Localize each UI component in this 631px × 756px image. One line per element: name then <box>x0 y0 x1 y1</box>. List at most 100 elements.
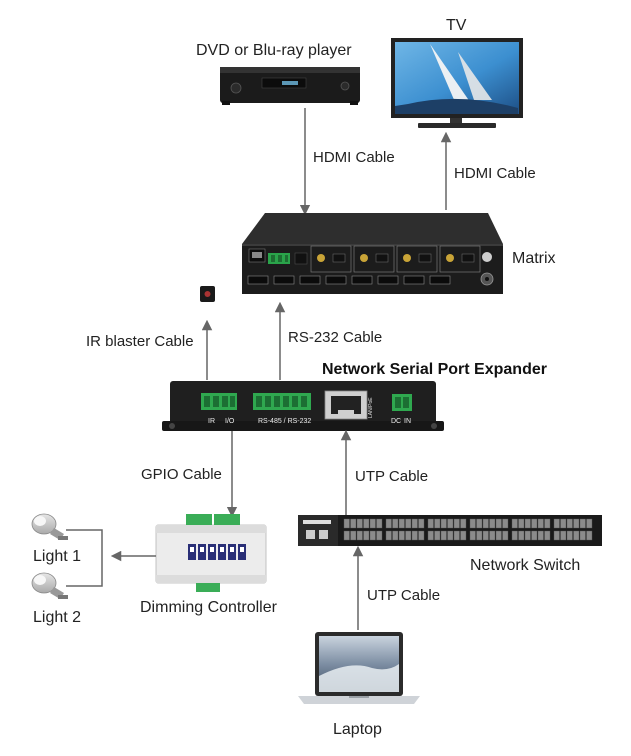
expander-image <box>162 381 444 431</box>
switch-port <box>447 530 454 541</box>
network-switch-label: Network Switch <box>470 557 580 574</box>
light2-image <box>31 572 68 599</box>
switch-port <box>511 530 518 541</box>
switch-port <box>566 530 573 541</box>
switch-port <box>537 530 544 541</box>
dvd-player-image <box>220 67 360 105</box>
switch-port <box>392 530 399 541</box>
switch-port <box>385 530 392 541</box>
switch-port <box>553 530 560 541</box>
dimming-controller-image <box>155 514 267 592</box>
switch-port <box>573 530 580 541</box>
switch-port <box>363 518 370 529</box>
switch-port <box>453 518 460 529</box>
switch-port <box>524 530 531 541</box>
switch-port <box>476 518 483 529</box>
switch-port <box>544 518 551 529</box>
ir-blaster-image <box>200 286 215 302</box>
switch-port <box>537 518 544 529</box>
switch-port <box>511 518 518 529</box>
switch-port <box>363 530 370 541</box>
switch-port <box>524 518 531 529</box>
port-in-label: IN <box>404 418 411 425</box>
switch-port <box>460 530 467 541</box>
switch-port <box>398 518 405 529</box>
matrix-label: Matrix <box>512 250 556 267</box>
switch-port <box>489 518 496 529</box>
switch-port <box>566 518 573 529</box>
switch-port <box>573 518 580 529</box>
switch-port <box>405 530 412 541</box>
switch-port <box>440 518 447 529</box>
switch-port <box>502 530 509 541</box>
rs232-cable-label: RS-232 Cable <box>288 329 382 346</box>
switch-port <box>376 518 383 529</box>
gpio-cable-label: GPIO Cable <box>141 466 222 483</box>
switch-port <box>495 530 502 541</box>
switch-port <box>586 518 593 529</box>
switch-port <box>369 518 376 529</box>
matrix-image <box>242 213 503 294</box>
port-lan-label: LAN/PoE <box>368 397 374 418</box>
switch-port <box>489 530 496 541</box>
light1-image <box>31 513 68 540</box>
switch-port <box>376 530 383 541</box>
switch-port <box>418 530 425 541</box>
switch-port <box>356 530 363 541</box>
switch-port <box>453 530 460 541</box>
utp-cable-bottom-label: UTP Cable <box>367 587 440 604</box>
switch-port <box>350 530 357 541</box>
switch-port <box>343 530 350 541</box>
light1-label: Light 1 <box>33 548 81 565</box>
switch-port <box>392 518 399 529</box>
switch-port <box>495 518 502 529</box>
switch-port <box>460 518 467 529</box>
switch-port <box>369 530 376 541</box>
switch-port <box>447 518 454 529</box>
switch-port <box>531 518 538 529</box>
switch-port <box>502 518 509 529</box>
switch-port <box>544 530 551 541</box>
switch-port <box>427 518 434 529</box>
port-rs-label: RS-485 / RS-232 <box>258 418 311 425</box>
port-ir-label: IR <box>208 418 215 425</box>
switch-port <box>440 530 447 541</box>
switch-port <box>518 530 525 541</box>
switch-port <box>418 518 425 529</box>
switch-port <box>518 518 525 529</box>
switch-port <box>553 518 560 529</box>
laptop-label: Laptop <box>333 721 382 738</box>
switch-port <box>411 518 418 529</box>
switch-port <box>343 518 350 529</box>
switch-port <box>482 530 489 541</box>
switch-port <box>579 518 586 529</box>
tv-image <box>391 38 523 128</box>
laptop-image <box>298 632 420 704</box>
tv-label: TV <box>446 17 467 34</box>
switch-port <box>350 518 357 529</box>
utp-cable-top-label: UTP Cable <box>355 468 428 485</box>
port-dc-label: DC <box>391 418 401 425</box>
dimming-controller-label: Dimming Controller <box>140 599 278 616</box>
dvd-label: DVD or Blu-ray player <box>196 42 352 59</box>
port-io-label: I/O <box>225 418 235 425</box>
switch-port <box>579 530 586 541</box>
switch-port <box>427 530 434 541</box>
ir-cable-label: IR blaster Cable <box>86 333 194 350</box>
switch-port <box>434 530 441 541</box>
switch-port <box>469 518 476 529</box>
switch-port <box>531 530 538 541</box>
hdmi-cable-right-label: HDMI Cable <box>454 165 536 182</box>
switch-port <box>560 518 567 529</box>
switch-port <box>434 518 441 529</box>
switch-port <box>586 530 593 541</box>
lights-bracket <box>66 529 103 587</box>
switch-port <box>405 518 412 529</box>
switch-port <box>469 530 476 541</box>
switch-port <box>411 530 418 541</box>
switch-port <box>482 518 489 529</box>
switch-port <box>476 530 483 541</box>
network-switch-image <box>298 515 602 546</box>
switch-port <box>356 518 363 529</box>
